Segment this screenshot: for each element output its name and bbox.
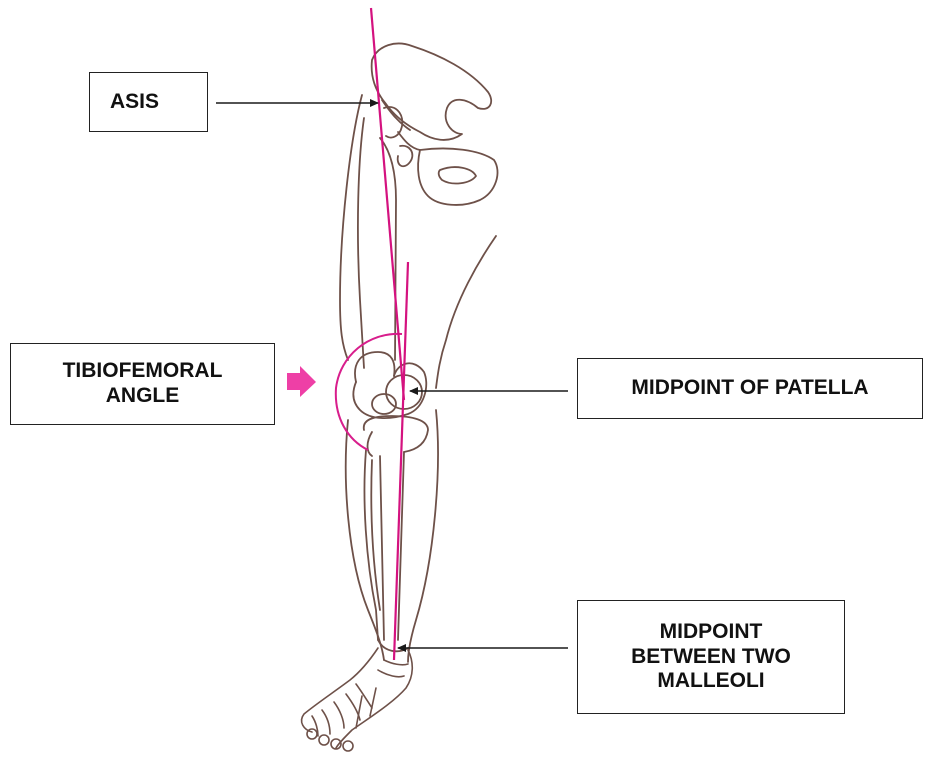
pink-arrow-icon (287, 366, 316, 397)
foot-sketch (302, 648, 413, 751)
midpoint-malleoli-label-line-3: MALLEOLI (631, 669, 791, 694)
shank-outline (346, 410, 438, 662)
tibiofemoral-angle-label-line-1: TIBIOFEMORAL (63, 359, 223, 384)
midpoint-malleoli-label-box: MIDPOINT BETWEEN TWO MALLEOLI (577, 600, 845, 714)
midpoint-patella-label: MIDPOINT OF PATELLA (631, 376, 868, 401)
asis-label: ASIS (110, 90, 159, 115)
femur-sketch (353, 107, 426, 418)
femoral-axis-line (371, 8, 404, 400)
patella-sketch (372, 375, 422, 414)
asis-label-box: ASIS (89, 72, 208, 132)
tibiofemoral-angle-label-line-2: ANGLE (63, 384, 223, 409)
pelvis-sketch (372, 44, 498, 205)
midpoint-malleoli-label-line-2: BETWEEN TWO (631, 645, 791, 670)
midpoint-malleoli-label-line-1: MIDPOINT (631, 620, 791, 645)
tibiofemoral-angle-label-box: TIBIOFEMORAL ANGLE (10, 343, 275, 425)
midpoint-patella-label-box: MIDPOINT OF PATELLA (577, 358, 923, 419)
